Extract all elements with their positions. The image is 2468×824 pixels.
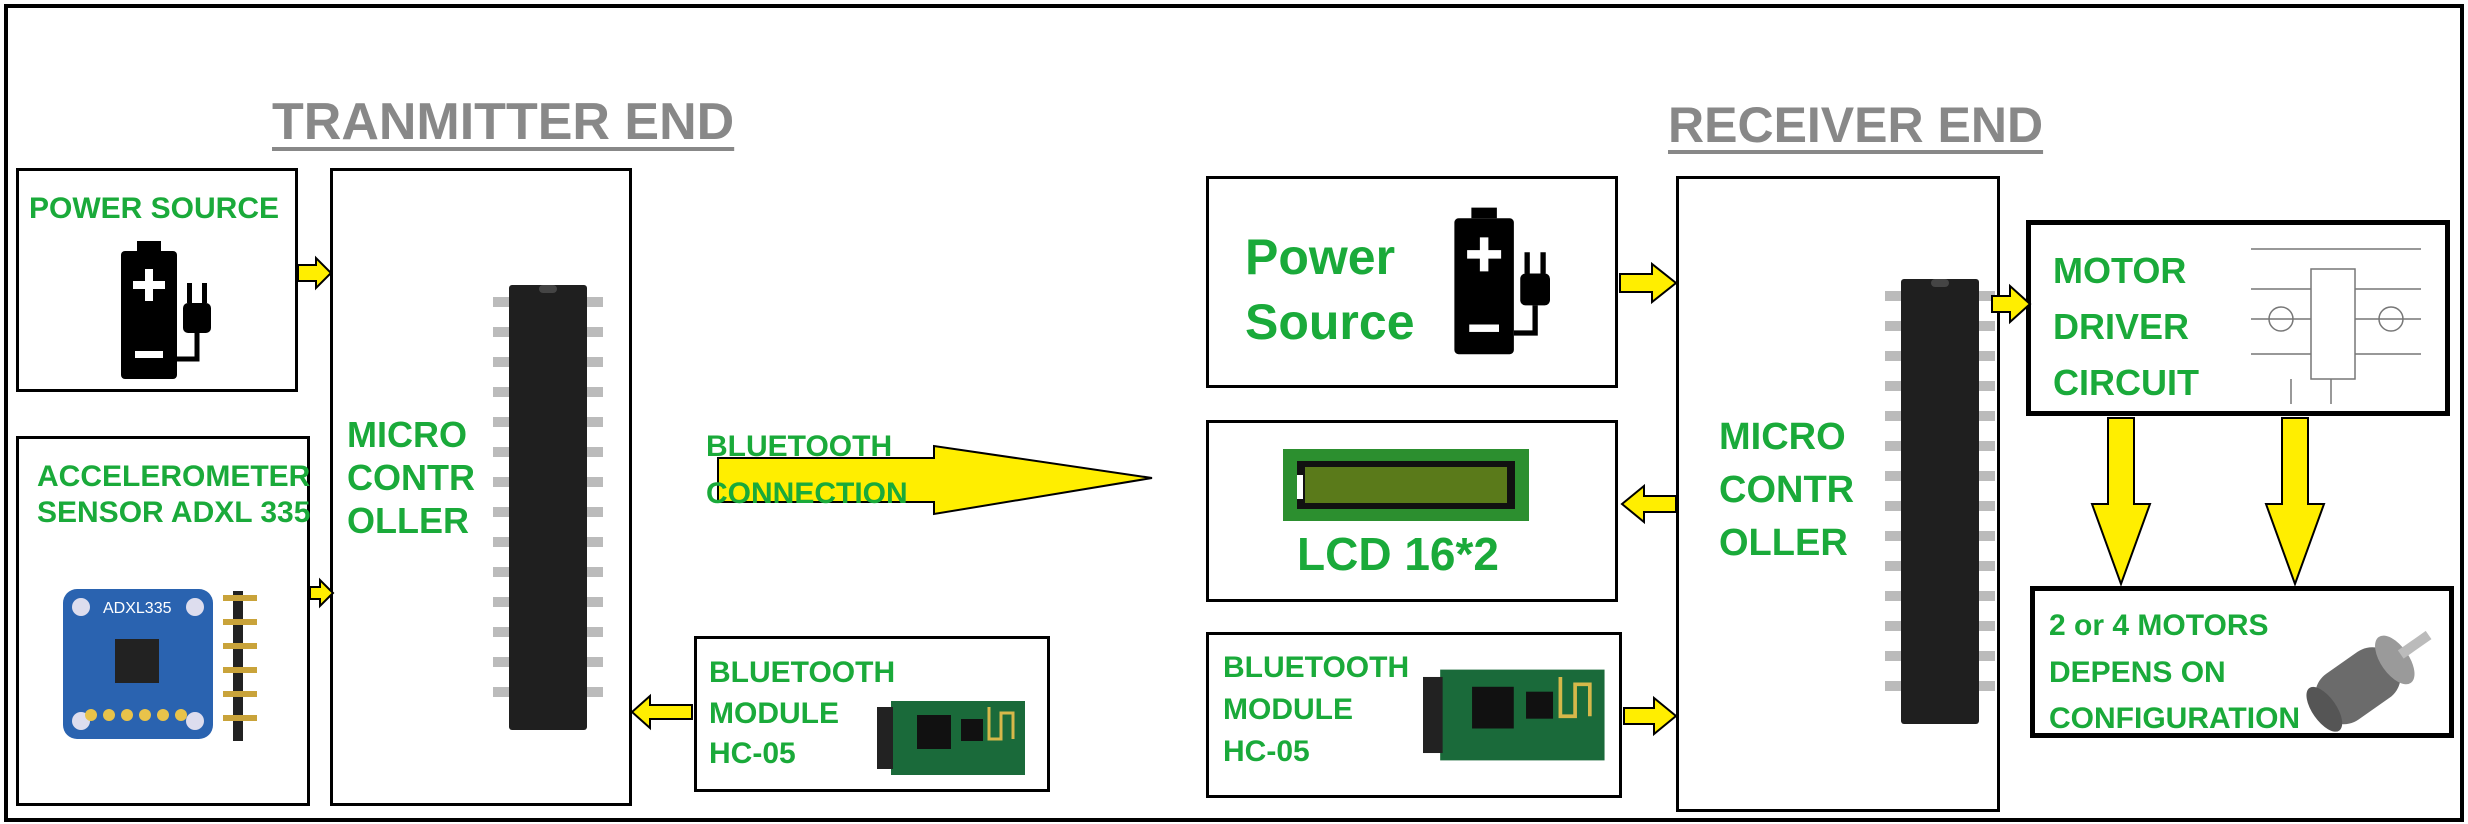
receiver-heading: RECEIVER END [1668,97,2044,153]
battery-plug-icon [121,241,211,379]
rx-power-label: Power Source [1245,229,1415,350]
dc-motor-icon [2306,630,2432,732]
motors-label: 2 or 4 MOTORS DEPENS ON CONFIGURATION [2049,609,2301,735]
microcontroller-chip-icon [493,285,603,730]
tx-mcu-label: MICRO CONTR OLLER [347,414,475,542]
transmitter-heading: TRANMITTER END [272,93,735,151]
rx-microcontroller-box: MICRO CONTR OLLER [1676,176,2000,812]
rx-bt-arrow [1623,695,1678,737]
motors-box: 2 or 4 MOTORS DEPENS ON CONFIGURATION [2030,586,2454,738]
bluetooth-connection-label: BLUETOOTH CONNECTION [706,430,908,510]
lcd-box: LCD 16*2 [1206,420,1618,602]
lcd-display-icon [1283,449,1529,521]
tx-power-box: POWER SOURCE [16,168,298,392]
microcontroller-chip-icon [1885,279,1995,724]
rx-bt-label: BLUETOOTH MODULE HC-05 [1223,651,1410,768]
rx-mcu-label: MICRO CONTR OLLER [1719,416,1855,565]
rx-bluetooth-box: BLUETOOTH MODULE HC-05 [1206,632,1622,798]
bluetooth-module-icon [877,701,1025,775]
bluetooth-module-icon [1423,669,1605,761]
tx-power-arrow [297,255,333,291]
motor-arrow-right [2264,417,2326,587]
tx-microcontroller-box: MICRO CONTR OLLER [330,168,632,806]
rx-power-box: Power Source [1206,176,1618,388]
accelerometer-board-icon: ADXL335 [63,589,257,741]
tx-power-label: POWER SOURCE [29,192,280,225]
bluetooth-connection-arrow [717,444,1153,516]
rx-power-arrow [1619,261,1678,305]
sensor-chip-text: ADXL335 [103,600,172,617]
battery-plug-icon [1454,207,1550,355]
tx-accelerometer-box: ACCELEROMETER SENSOR ADXL 335 ADXL335 [16,436,310,806]
motor-arrow-left [2090,417,2152,587]
lcd-label: LCD 16*2 [1297,528,1499,580]
motor-driver-schematic-icon [2251,248,2421,404]
motor-driver-box: MOTOR DRIVER CIRCUIT [2026,220,2450,416]
tx-bt-arrow [630,693,693,731]
tx-sensor-arrow [309,577,335,609]
rx-driver-arrow [1991,283,2032,325]
diagram-frame [4,4,2464,822]
motor-driver-label: MOTOR DRIVER CIRCUIT [2053,250,2199,403]
tx-bt-label: BLUETOOTH MODULE HC-05 [709,656,896,770]
tx-bluetooth-box: BLUETOOTH MODULE HC-05 [694,636,1050,792]
rx-lcd-arrow [1620,483,1677,525]
accelerometer-label: ACCELEROMETER SENSOR ADXL 335 [37,460,311,529]
